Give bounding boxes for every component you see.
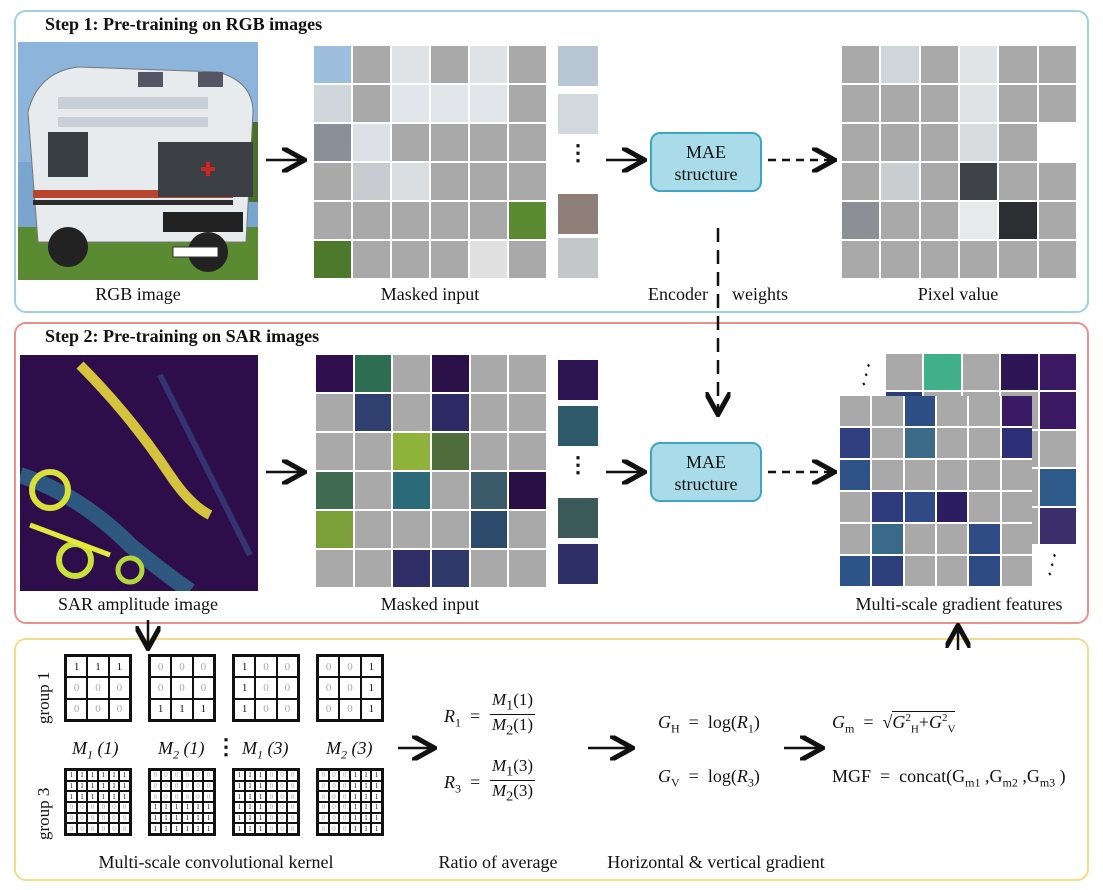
ellipsis-dots-1: ⋮ (567, 140, 589, 165)
gradient-feature-front-grid (840, 396, 1032, 586)
step1-panel (14, 10, 1089, 313)
mae-structure-box-1: MAE structure (650, 132, 762, 192)
gh-formula: GH = log(R1) (658, 712, 760, 736)
kernel-ellipsis: ⋮ (215, 734, 237, 759)
caption-kernel: Multi-scale convolutional kernel (98, 852, 334, 872)
kernel-label-m2-3: M2 (3) (326, 738, 373, 762)
ellipsis-dots-2: ⋮ (567, 452, 589, 477)
caption-weights: weights (732, 284, 788, 304)
patch-strip-sar (558, 360, 598, 586)
pixel-value-grid (842, 46, 1076, 278)
caption-encoder: Encoder (648, 284, 708, 304)
gm-formula: Gm = √G2H+G2V (832, 711, 956, 736)
kernel-label-m2-1: M2 (1) (158, 738, 205, 762)
gv-formula: GV = log(R3) (658, 766, 760, 790)
caption-mgf-features: Multi-scale gradient features (855, 594, 1063, 614)
mgf-formula: MGF = concat(Gm1 ,Gm2 ,Gm3 ) (832, 766, 1066, 790)
mae-label-4: structure (674, 474, 738, 494)
masked-input-grid-sar (316, 355, 546, 587)
mae-structure-box-2: MAE structure (650, 442, 762, 502)
caption-sar-image: SAR amplitude image (58, 594, 218, 614)
masked-input-grid-rgb (314, 46, 546, 278)
gradient-panel (14, 638, 1089, 881)
mae-label-1: MAE (686, 142, 726, 162)
step1-title: Step 1: Pre-training on RGB images (45, 14, 323, 34)
rgb-image (18, 42, 258, 280)
mae-label-2: structure (674, 164, 738, 184)
sar-amplitude-image (20, 355, 258, 591)
caption-gradient: Horizontal & vertical gradient (607, 852, 825, 872)
kernel-label-m1-1: M1 (1) (72, 738, 119, 762)
step2-title: Step 2: Pre-training on SAR images (45, 326, 320, 346)
r1-fraction: M1(1) M2(1) (490, 690, 536, 739)
r3-lhs: R3 = (444, 772, 481, 796)
step2-panel (14, 322, 1089, 624)
r3-fraction: M1(3) M2(3) (490, 756, 536, 805)
caption-masked-input-2: Masked input (380, 594, 480, 614)
patch-strip-rgb (558, 46, 598, 278)
caption-ratio: Ratio of average (438, 852, 558, 872)
r1-lhs: R1 = (444, 706, 481, 730)
caption-pixel-value: Pixel value (917, 284, 999, 304)
caption-rgb-image: RGB image (95, 284, 181, 304)
kernel-label-m1-3: M1 (3) (242, 738, 289, 762)
mae-label-3: MAE (686, 452, 726, 472)
caption-masked-input-1: Masked input (380, 284, 480, 304)
